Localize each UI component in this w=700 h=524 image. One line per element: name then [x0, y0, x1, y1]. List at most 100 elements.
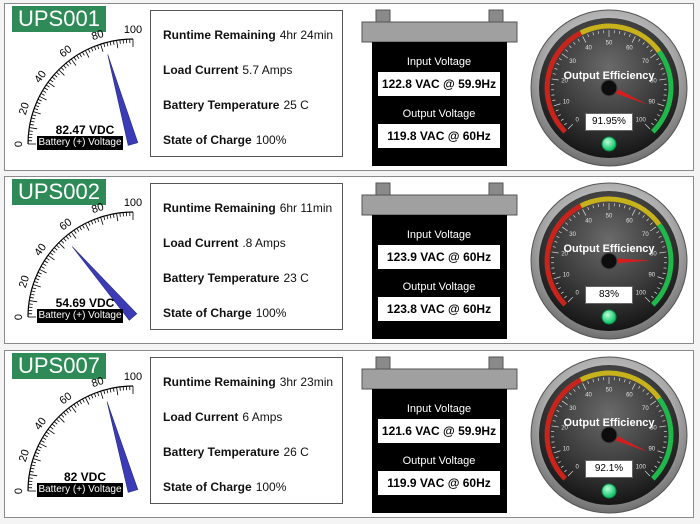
output-voltage-label: Output Voltage	[402, 281, 476, 293]
status-led	[601, 309, 617, 325]
efficiency-tick-label: 80	[650, 252, 657, 258]
efficiency-ticks	[551, 377, 667, 477]
voltage-tick-label: 40	[32, 241, 49, 258]
voltage-needle	[107, 54, 139, 146]
efficiency-ticks	[551, 30, 667, 130]
voltage-scale-ticks	[28, 212, 134, 318]
input-voltage-value: 122.8 VAC @ 59.9Hz	[378, 72, 500, 96]
input-voltage-value: 121.6 VAC @ 59.9Hz	[378, 419, 500, 443]
voltage-tick-label: 60	[57, 390, 74, 407]
load-current-value: 6 Amps	[242, 410, 283, 424]
efficiency-ticks	[551, 203, 667, 303]
efficiency-tick-label: 70	[642, 232, 649, 238]
voltage-scale-ticks	[28, 39, 134, 145]
output-efficiency-value: 91.95%	[585, 113, 633, 131]
state-of-charge-value: 100%	[255, 306, 287, 320]
efficiency-tick-label: 10	[563, 99, 570, 105]
efficiency-tick-label: 100	[636, 290, 647, 296]
efficiency-tick-label: 30	[569, 232, 576, 238]
efficiency-green-band	[651, 50, 674, 134]
voltage-needle	[106, 401, 139, 493]
input-voltage-label: Input Voltage	[406, 403, 472, 415]
battery-voltage-value: 54.69 VDC	[55, 296, 115, 310]
efficiency-tick-label: 50	[606, 41, 613, 47]
voltage-tick-label: 100	[124, 197, 142, 209]
voltage-tick-label: 80	[90, 375, 105, 390]
voltage-tick-label: 60	[57, 216, 74, 233]
load-current-value: 5.7 Amps	[242, 63, 293, 77]
efficiency-tick-label: 90	[648, 99, 655, 105]
output-voltage-value: 123.8 VAC @ 60Hz	[378, 297, 500, 321]
efficiency-tick-label: 70	[642, 59, 649, 65]
efficiency-tick-label: 40	[585, 392, 592, 398]
efficiency-needle	[607, 432, 648, 452]
efficiency-tick-label: 20	[561, 252, 568, 258]
battery-voltage-display: Input Voltage 122.8 VAC @ 59.9Hz Output …	[352, 4, 522, 176]
voltage-tick-label: 20	[17, 101, 32, 116]
efficiency-tick-label: 40	[585, 218, 592, 224]
efficiency-tick-label: 100	[636, 464, 647, 470]
runtime-remaining-label: Runtime Remaining	[163, 201, 276, 215]
voltage-tick-label: 0	[13, 141, 25, 147]
battery-voltage-label: Battery (+) Voltage	[37, 483, 123, 497]
efficiency-tick-label: 0	[576, 464, 580, 470]
battery-temperature-value: 26 C	[283, 445, 309, 459]
efficiency-tick-label: 30	[569, 406, 576, 412]
battery-voltage-value: 82.47 VDC	[55, 123, 115, 137]
efficiency-needle	[608, 258, 651, 264]
efficiency-tick-label: 60	[626, 392, 633, 398]
voltage-tick-label: 100	[124, 24, 142, 36]
state-of-charge-label: State of Charge	[163, 306, 252, 320]
load-current-label: Load Current	[163, 63, 239, 77]
battery-voltage-label: Battery (+) Voltage	[37, 309, 123, 323]
voltage-tick-label: 0	[13, 488, 25, 494]
efficiency-tick-label: 20	[561, 79, 568, 85]
ups-id-badge: UPS001	[12, 6, 106, 32]
ups-id-badge: UPS007	[12, 353, 106, 379]
efficiency-tick-label: 100	[636, 117, 647, 123]
load-current-row: Load Current.8 Amps	[163, 236, 286, 250]
runtime-remaining-value: 4hr 24min	[279, 28, 334, 42]
voltage-tick-label: 100	[124, 371, 142, 383]
status-led	[601, 483, 617, 499]
battery-voltage-value: 82 VDC	[63, 470, 107, 484]
state-of-charge-value: 100%	[255, 133, 287, 147]
efficiency-tick-label: 90	[648, 446, 655, 452]
load-current-label: Load Current	[163, 236, 239, 250]
needle-hub	[600, 252, 618, 270]
efficiency-yellow-band	[579, 23, 662, 54]
efficiency-tick-label: 10	[563, 446, 570, 452]
needle-hub	[600, 79, 618, 97]
input-voltage-value: 123.9 VAC @ 60Hz	[378, 245, 500, 269]
efficiency-yellow-band	[579, 370, 662, 401]
voltage-tick-label: 40	[32, 415, 49, 432]
efficiency-tick-label: 40	[585, 45, 592, 51]
output-efficiency-value: 83%	[585, 286, 633, 304]
efficiency-tick-label: 50	[606, 214, 613, 220]
voltage-needle	[72, 246, 138, 321]
efficiency-tick-label: 80	[650, 79, 657, 85]
voltage-tick-label: 0	[13, 314, 25, 320]
output-voltage-label: Output Voltage	[402, 455, 476, 467]
battery-temperature-label: Battery Temperature	[163, 98, 280, 112]
battery-voltage-display: Input Voltage 121.6 VAC @ 59.9Hz Output …	[352, 351, 522, 523]
output-efficiency-label: Output Efficiency	[563, 243, 655, 255]
